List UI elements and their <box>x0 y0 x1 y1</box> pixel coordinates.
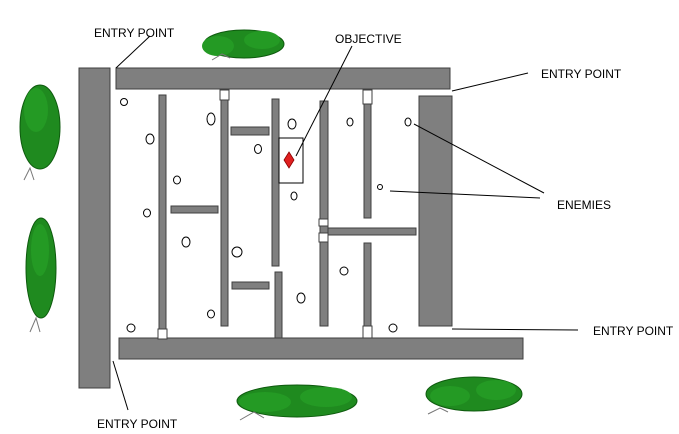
wall-inner <box>319 100 329 327</box>
callout-lines <box>112 35 579 411</box>
callout-line <box>115 35 151 69</box>
enemy-marker-icon <box>231 246 243 258</box>
wall-right <box>418 95 453 327</box>
wall-inner <box>327 227 417 236</box>
enemy-marker-icon <box>404 117 412 127</box>
wall-inner <box>274 271 283 339</box>
bush-icon <box>25 217 57 333</box>
enemy-marker-icon <box>339 266 349 276</box>
door-icon <box>219 89 230 101</box>
enemy-marker-icon <box>290 191 298 201</box>
door-icon <box>157 328 168 340</box>
wall-inner <box>158 94 167 333</box>
bush-icon <box>202 29 285 61</box>
bush-icon <box>236 384 358 421</box>
entry-point-label: ENTRY POINT <box>94 26 175 40</box>
objective-room <box>278 137 304 184</box>
enemy-marker-icon <box>173 175 181 185</box>
wall-inner <box>170 205 219 214</box>
callout-line <box>389 190 541 199</box>
callout-line <box>112 360 129 411</box>
diamond-icon <box>283 151 295 169</box>
enemy-marker-icon <box>346 117 354 127</box>
bush-icon <box>19 84 61 181</box>
wall-left <box>78 67 111 389</box>
callout-line <box>413 123 545 194</box>
labels: ENTRY POINT ENTRY POINT ENTRY POINT ENTR… <box>94 26 674 431</box>
enemy-marker-icon <box>287 118 297 130</box>
entry-point-label: ENTRY POINT <box>593 324 674 338</box>
bush-icon <box>425 376 523 415</box>
enemy-marker-icon <box>296 292 306 304</box>
enemy-marker-icon <box>143 208 151 218</box>
enemies-label: ENEMIES <box>557 198 611 212</box>
entry-point-label: ENTRY POINT <box>97 417 178 431</box>
wall-inner <box>271 98 280 267</box>
enemy-marker-icon <box>181 236 191 248</box>
outer-walls <box>78 67 524 389</box>
enemy-marker-icon <box>388 323 398 333</box>
enemy-marker-icon <box>126 323 136 333</box>
wall-inner <box>231 281 270 290</box>
callout-line <box>451 328 579 331</box>
interior-walls <box>158 94 417 339</box>
enemy-marker-icon <box>145 133 155 145</box>
wall-bottom <box>118 337 524 360</box>
wall-inner <box>363 242 372 327</box>
door-icon <box>362 325 373 339</box>
door-icon <box>362 89 373 105</box>
door-icon <box>318 218 329 227</box>
doors <box>157 89 373 340</box>
wall-inner <box>363 95 372 219</box>
enemy-marker-icon <box>120 98 128 106</box>
wall-inner <box>230 126 270 136</box>
enemy-marker-icon <box>206 112 216 126</box>
wall-inner <box>220 95 229 327</box>
vegetation <box>19 29 523 421</box>
enemy-marker-icon <box>377 184 383 190</box>
enemies <box>120 98 412 333</box>
enemy-marker-icon <box>207 309 215 319</box>
door-icon <box>318 232 329 243</box>
callout-line <box>295 45 353 157</box>
objective-label: OBJECTIVE <box>335 32 402 46</box>
callout-line <box>451 72 529 92</box>
enemy-marker-icon <box>254 144 262 154</box>
wall-top <box>115 67 451 90</box>
objective-room-outline <box>278 137 304 184</box>
entry-point-label: ENTRY POINT <box>541 67 622 81</box>
